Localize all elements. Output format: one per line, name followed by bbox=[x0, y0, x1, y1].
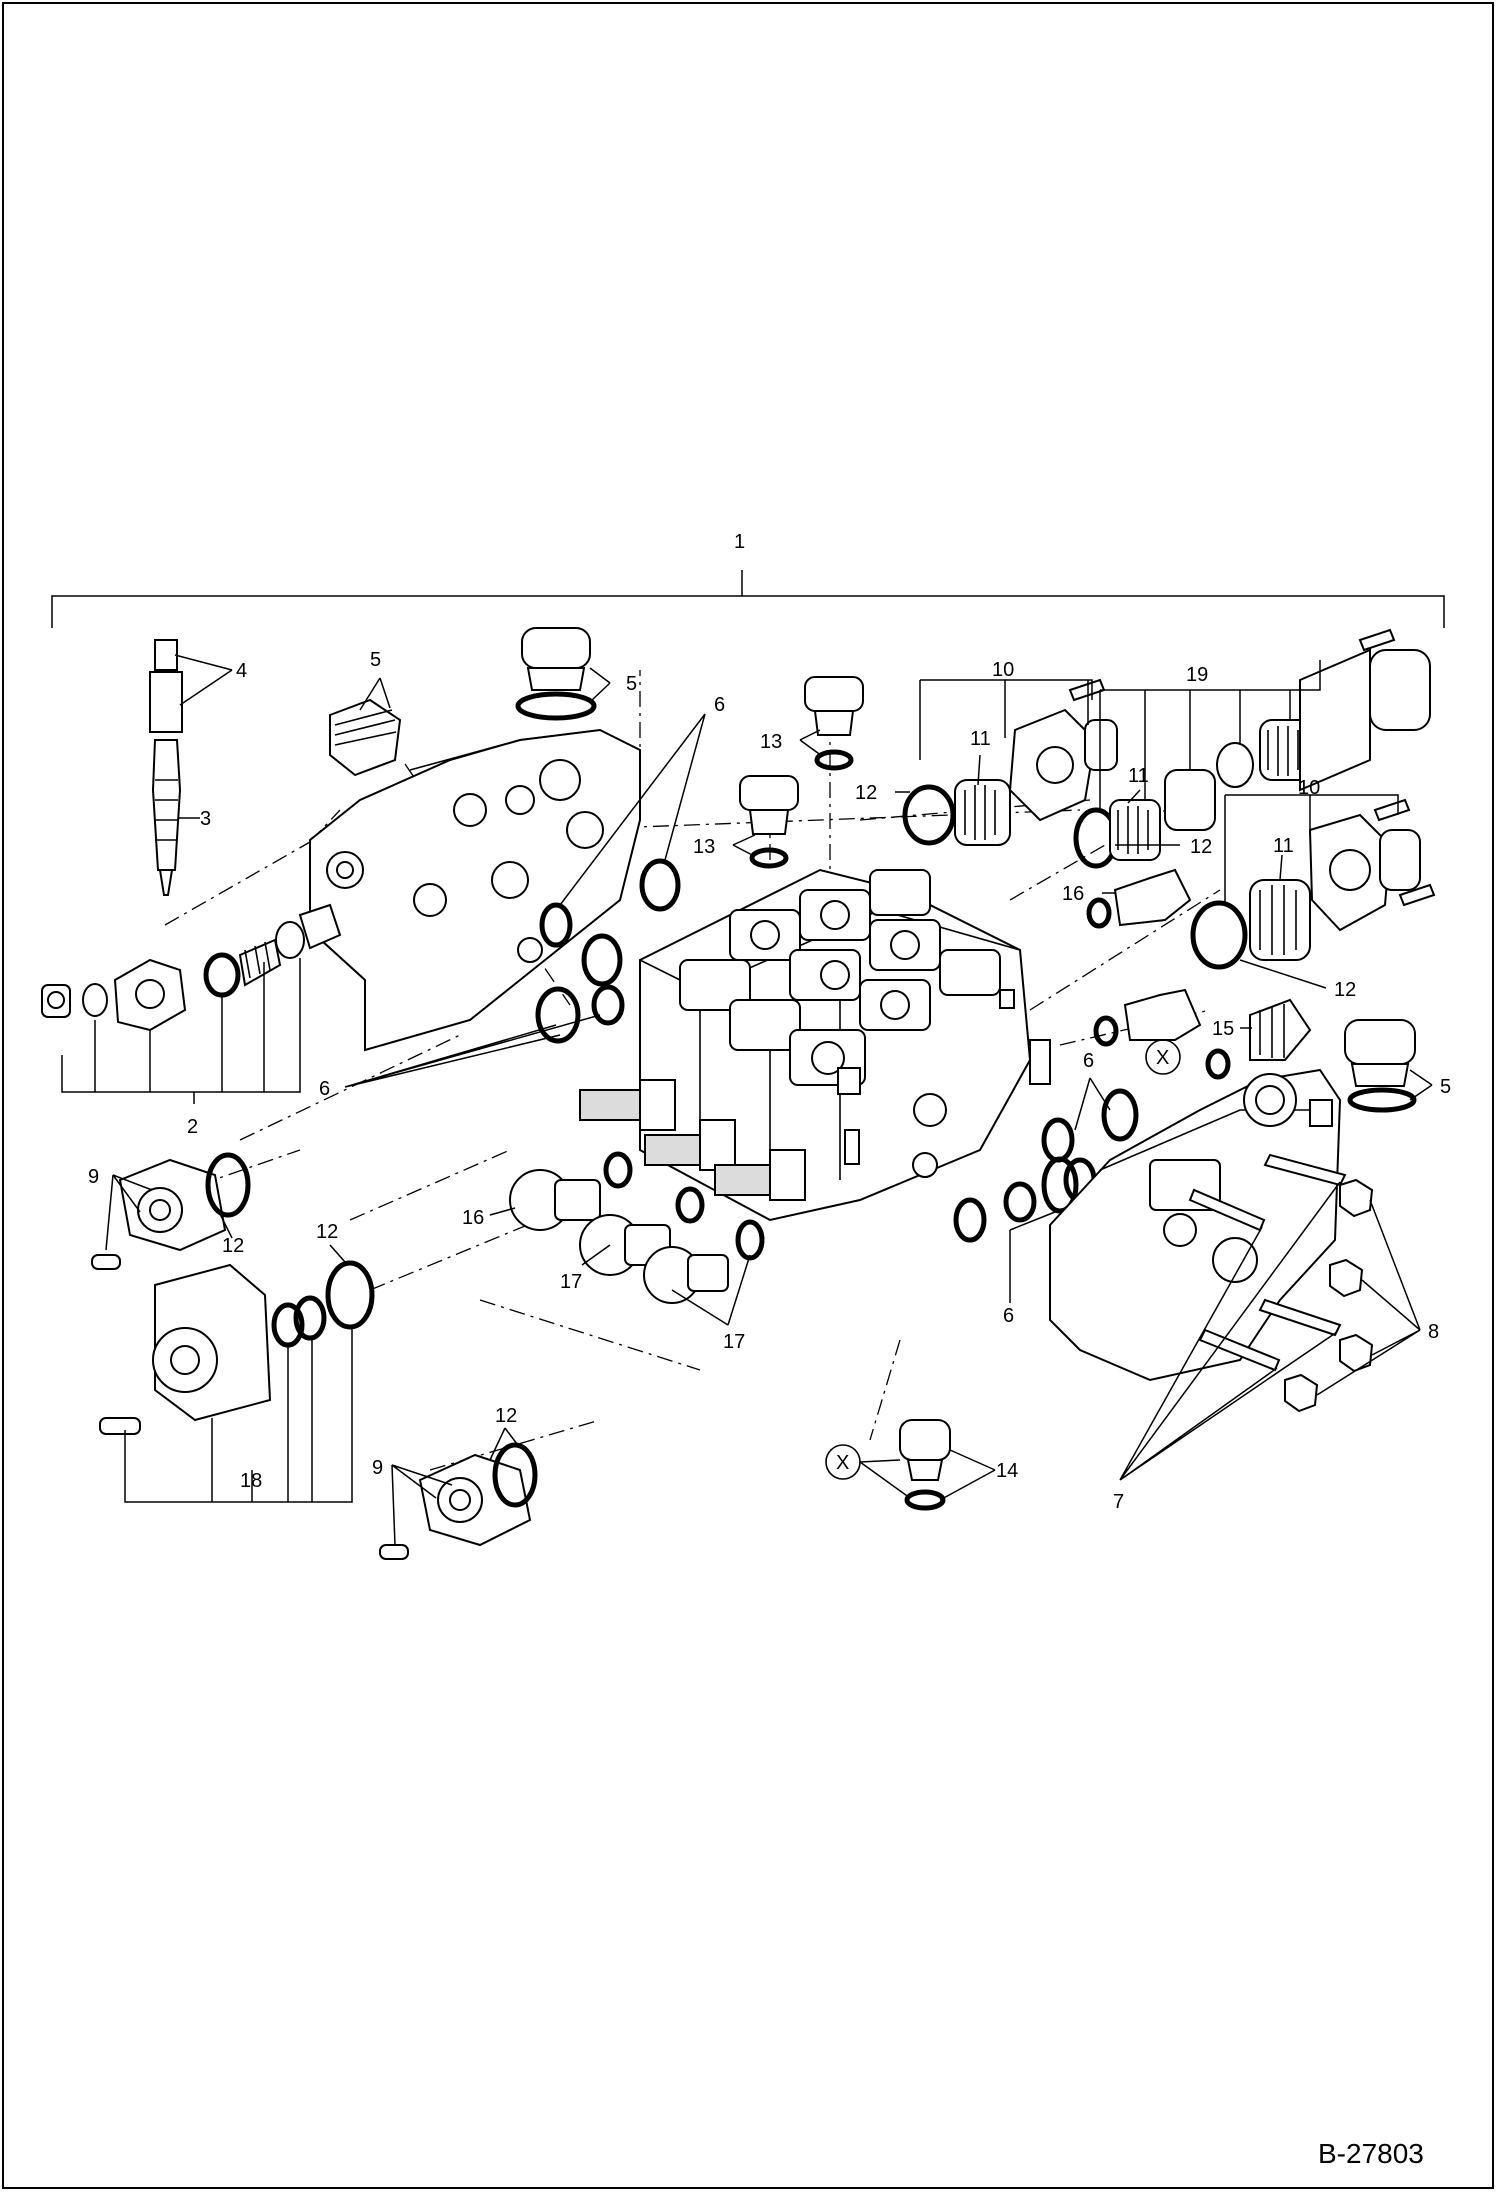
callout-8: 8 bbox=[1428, 1321, 1439, 1343]
callout-6-right: 6 bbox=[1083, 1050, 1094, 1072]
x-label-upper: X bbox=[1156, 1047, 1169, 1069]
relief-plug-right bbox=[1086, 868, 1312, 1080]
tie-bolts bbox=[1188, 1153, 1347, 1372]
callout-10-upper: 10 bbox=[992, 659, 1014, 681]
callout-16-lower: 16 bbox=[462, 1207, 484, 1229]
callout-1: 1 bbox=[734, 531, 745, 553]
callout-6-left: 6 bbox=[319, 1078, 330, 1100]
callout-labels: 1 4 3 2 5 5 6 13 13 10 11 12 19 11 12 16… bbox=[88, 531, 1451, 2169]
callout-6-lower: 6 bbox=[1003, 1305, 1014, 1327]
spool-cap-upper bbox=[902, 678, 1118, 846]
x-label-lower: X bbox=[836, 1452, 849, 1474]
relief-cartridge bbox=[149, 639, 183, 896]
callout-16-right: 16 bbox=[1062, 883, 1084, 905]
callout-11-upper: 11 bbox=[970, 728, 991, 750]
callout-12-left-middle: 12 bbox=[316, 1221, 338, 1243]
x-marker-upper bbox=[1145, 1039, 1181, 1075]
end-cap-9-lower bbox=[379, 1442, 538, 1560]
relief-valve-13-upper bbox=[804, 676, 864, 771]
plug-left bbox=[329, 698, 402, 777]
o-rings-6-top bbox=[535, 858, 681, 1044]
callout-6-top: 6 bbox=[714, 694, 725, 716]
callout-4: 4 bbox=[236, 660, 247, 682]
leader-lines bbox=[61, 654, 1433, 1546]
callout-5-top: 5 bbox=[626, 673, 637, 695]
callout-15: 15 bbox=[1212, 1018, 1234, 1040]
callout-12-middle: 12 bbox=[1190, 836, 1212, 858]
end-cap-18 bbox=[99, 1260, 375, 1435]
assembly-bracket bbox=[51, 570, 1445, 628]
callout-9-lower: 9 bbox=[372, 1457, 383, 1479]
callout-12-left-lower: 12 bbox=[495, 1405, 517, 1427]
callout-3: 3 bbox=[200, 808, 211, 830]
callout-2: 2 bbox=[187, 1116, 198, 1138]
callout-7: 7 bbox=[1113, 1491, 1124, 1513]
plug-top bbox=[515, 627, 597, 721]
callout-13-lower: 13 bbox=[693, 836, 715, 858]
callout-14: 14 bbox=[996, 1460, 1018, 1482]
inlet-components-left bbox=[41, 903, 342, 1032]
callout-12-upper: 12 bbox=[855, 782, 877, 804]
document-number: B-27803 bbox=[1318, 2138, 1424, 2169]
caps-16-17 bbox=[509, 1151, 765, 1304]
plug-right bbox=[1344, 1019, 1417, 1113]
callout-18: 18 bbox=[240, 1470, 262, 1492]
valve-block-center bbox=[579, 868, 1051, 1222]
plug-14 bbox=[899, 1419, 951, 1511]
callout-12-left-upper: 12 bbox=[222, 1235, 244, 1257]
callout-9-upper: 9 bbox=[88, 1166, 99, 1188]
callout-10-lower: 10 bbox=[1298, 777, 1320, 799]
inlet-section-body bbox=[309, 728, 641, 1052]
callout-11-middle: 11 bbox=[1128, 765, 1149, 787]
end-cap-9-upper bbox=[91, 1152, 251, 1270]
callout-12-lower: 12 bbox=[1334, 979, 1356, 1001]
callout-11-lower: 11 bbox=[1273, 835, 1294, 857]
spool-cap-lower bbox=[1190, 798, 1436, 970]
relief-valve-13-lower bbox=[739, 775, 799, 869]
callout-19: 19 bbox=[1186, 664, 1208, 686]
callout-13-upper: 13 bbox=[760, 731, 782, 753]
outlet-section-body bbox=[1049, 1068, 1342, 1382]
callout-5-right: 5 bbox=[1440, 1076, 1451, 1098]
callout-17-lower: 17 bbox=[723, 1331, 745, 1353]
tie-bolt-nuts bbox=[1284, 1178, 1374, 1413]
callout-5-left: 5 bbox=[370, 649, 381, 671]
callout-17-upper: 17 bbox=[560, 1271, 582, 1293]
